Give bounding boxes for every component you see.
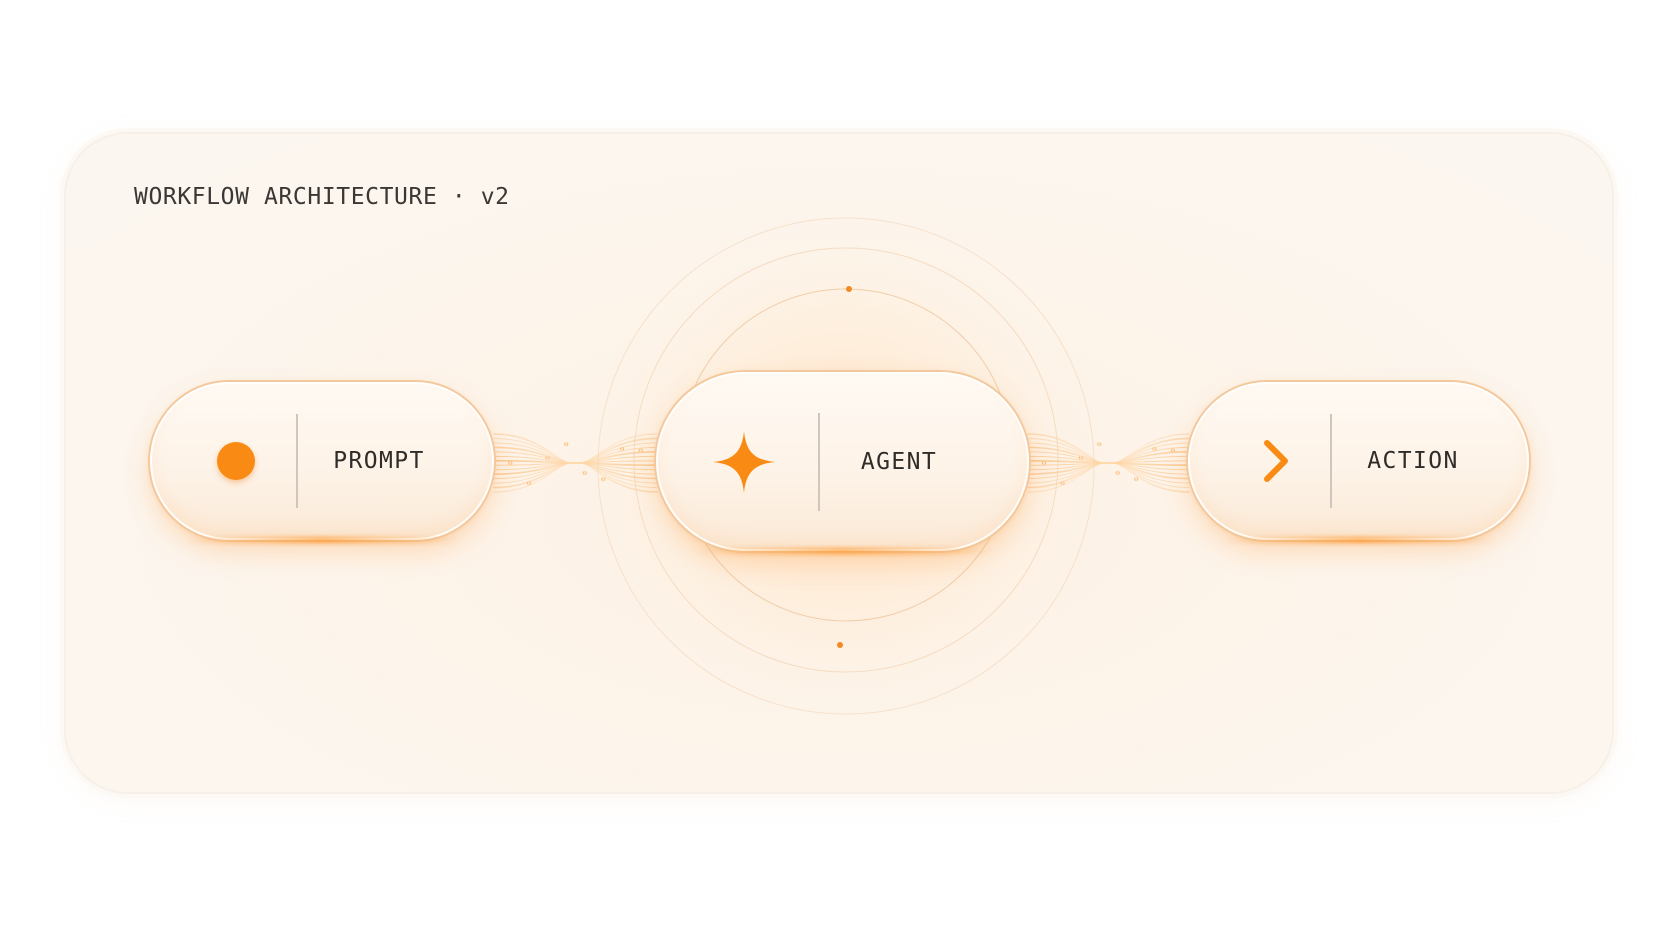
- connector-spark: [1170, 448, 1176, 453]
- node-label-action: ACTION: [1367, 448, 1459, 474]
- connector-agent-action: [1027, 433, 1190, 493]
- node-agent[interactable]: AGENT: [656, 372, 1029, 551]
- connector-prompt-agent: [493, 433, 658, 493]
- node-prompt[interactable]: PROMPT: [150, 382, 494, 540]
- connector-spark: [601, 477, 606, 482]
- node-label-agent: AGENT: [860, 448, 938, 475]
- connector-spark: [1152, 446, 1157, 451]
- orbit-ring-middle: [633, 247, 1059, 673]
- connector-spark: [1134, 477, 1139, 482]
- connector-spark: [1115, 470, 1120, 476]
- node-divider: [818, 412, 820, 511]
- connector-spark: [526, 481, 532, 486]
- chevron-right-icon: [1259, 438, 1293, 484]
- orbit-dot-bottom: [837, 642, 843, 648]
- connector-spark: [508, 460, 513, 466]
- sparkle-icon: [711, 429, 777, 495]
- connector-spark: [1060, 481, 1065, 486]
- node-divider: [1330, 414, 1332, 508]
- diagram-title: WORKFLOW ARCHITECTURE · v2: [134, 184, 510, 210]
- connector-spark: [545, 455, 550, 460]
- node-divider: [296, 414, 298, 508]
- connector-spark: [620, 446, 625, 451]
- connector-spark: [1078, 455, 1084, 460]
- connector-spark: [564, 442, 569, 447]
- connector-spark: [1097, 442, 1102, 447]
- orbit-dot-top: [846, 286, 852, 292]
- connector-spark: [582, 470, 587, 476]
- dot-icon: [217, 442, 255, 480]
- connector-spark: [638, 448, 643, 453]
- node-label-prompt: PROMPT: [333, 448, 425, 474]
- connector-spark: [1042, 460, 1047, 466]
- node-action[interactable]: ACTION: [1188, 382, 1529, 540]
- connector-strand: [493, 433, 658, 493]
